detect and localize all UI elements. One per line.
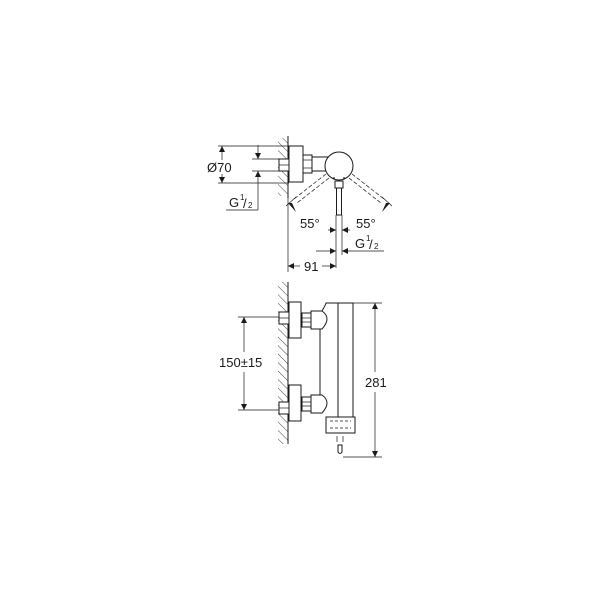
lower-inlet [278,384,328,422]
outlet-stem [336,187,342,216]
diameter-label: Ø70 [207,160,232,175]
depth-label: 91 [304,259,318,274]
front-view: 150±15 281 [219,282,387,458]
angle-label-right: 55° [356,216,376,231]
hex-nut [302,154,313,174]
svg-text:2: 2 [374,242,379,251]
top-view: Ø70 G 1 / 2 55° 55° [207,136,393,274]
flange [288,145,304,183]
handle-swing-left [293,173,330,204]
svg-text:/: / [369,237,373,252]
handle-swing-right [348,173,385,204]
mixer-body-top [324,151,354,181]
thread-label-left: G 1 / 2 [229,193,253,211]
svg-text:G: G [355,236,365,251]
svg-text:1: 1 [240,193,245,202]
upper-inlet [278,301,328,339]
mixer-body-front [319,302,356,454]
svg-text:2: 2 [248,201,253,210]
svg-text:/: / [243,196,247,211]
svg-text:1: 1 [366,234,371,243]
outlet-nut [334,180,344,189]
svg-text:G: G [229,195,239,210]
spacing-label: 150±15 [219,355,262,370]
angle-label-left: 55° [300,216,320,231]
height-label: 281 [365,375,387,390]
thread-label-right: G 1 / 2 [355,234,379,252]
wall-hatch-front [278,282,288,444]
